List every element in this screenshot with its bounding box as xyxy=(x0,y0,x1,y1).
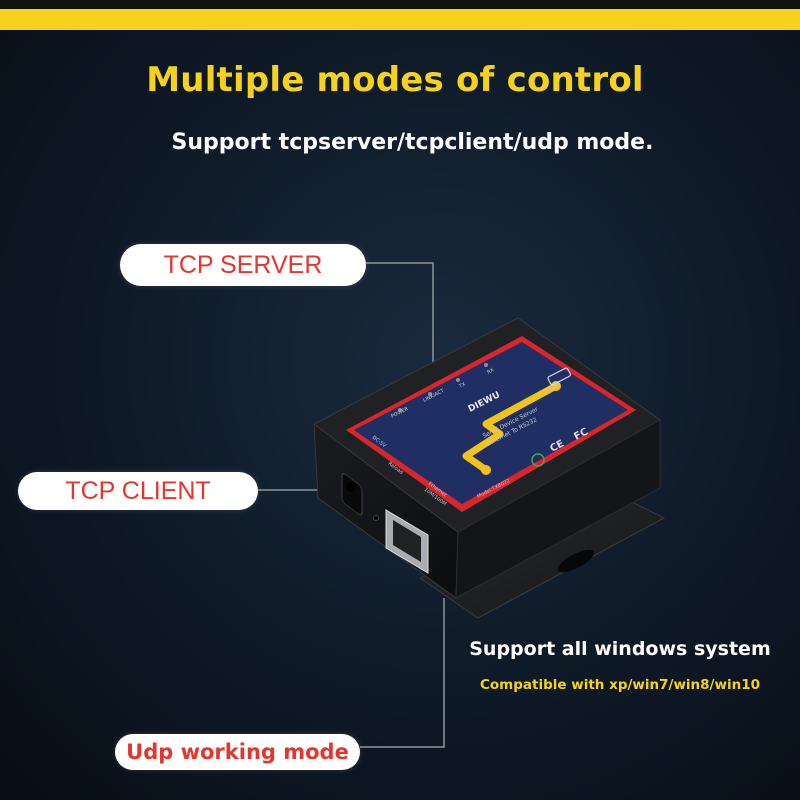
mode-label-udp: Udp working mode xyxy=(115,734,360,770)
led-rx xyxy=(484,363,488,367)
power-jack xyxy=(341,473,363,516)
cert-mark-rohs xyxy=(531,453,545,467)
mode-label-tcp-server: TCP SERVER xyxy=(120,244,366,286)
compatibility-subtitle: Compatible with xp/win7/win8/win10 xyxy=(480,677,760,693)
led-label-tx: TX xyxy=(457,381,467,390)
top-dark-strip xyxy=(0,0,800,9)
enclosure-right xyxy=(455,419,661,599)
headline: Multiple modes of control xyxy=(146,60,644,100)
trace-pad-end xyxy=(481,465,491,475)
rs232-port-icon xyxy=(547,367,571,386)
led-power xyxy=(398,408,402,412)
leader-line-udp xyxy=(360,598,445,748)
mounting-slot xyxy=(558,549,594,573)
leader-line-tcp-server xyxy=(366,262,434,362)
led-tx xyxy=(456,378,460,382)
reload-button xyxy=(373,515,379,521)
led-label-rx: RX xyxy=(486,367,495,376)
power-jack-hole xyxy=(346,482,356,492)
ethernet-port-socket xyxy=(393,520,421,562)
trace-pad-start xyxy=(551,381,561,391)
top-yellow-bar xyxy=(0,9,800,30)
led-link xyxy=(428,392,432,396)
compatibility-title: Support all windows system xyxy=(469,638,771,660)
mode-label-tcp-client: TCP CLIENT xyxy=(18,472,258,510)
yellow-trace xyxy=(462,382,558,473)
subheadline: Support tcpserver/tcpclient/udp mode. xyxy=(171,130,654,155)
